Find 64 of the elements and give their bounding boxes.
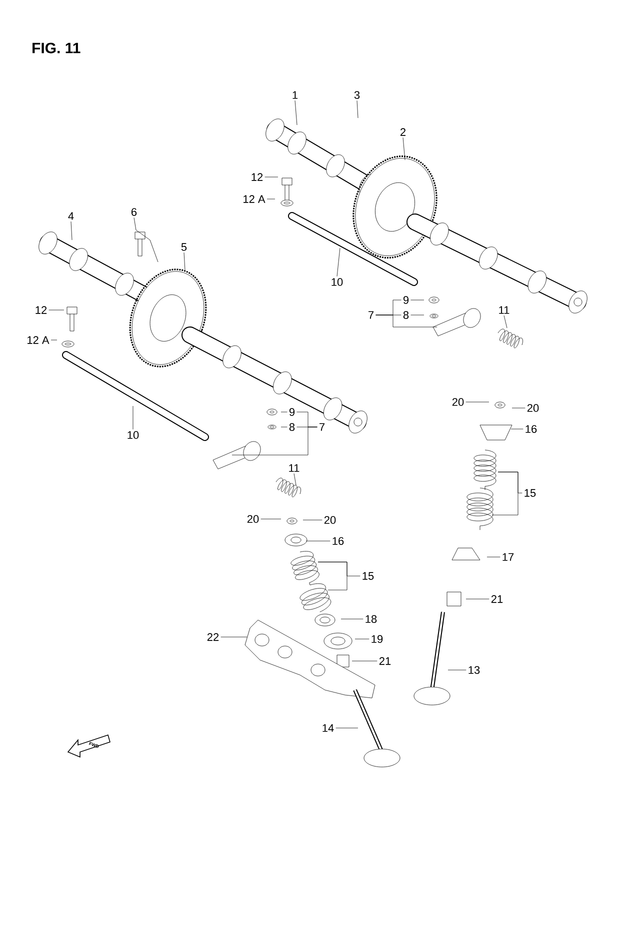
callout-number: 19 — [372, 635, 383, 643]
callout-number: 10 — [128, 431, 139, 439]
leader-line — [294, 100, 298, 126]
leader-line — [510, 428, 524, 430]
callout-number: 6 — [132, 208, 137, 216]
callout-number: 3 — [354, 91, 360, 99]
callout-number: 2 — [400, 128, 406, 136]
callout-number: 18 — [366, 615, 377, 623]
leader-line — [296, 426, 318, 428]
leader-line — [504, 315, 508, 328]
leader-line — [280, 426, 288, 428]
callout-number: 12 — [36, 306, 47, 314]
callout-number: 7 — [368, 311, 374, 319]
callout-number: 11 — [499, 306, 510, 314]
callout-number: 13 — [468, 666, 480, 674]
callout-number: 17 — [502, 553, 514, 561]
callout-number: 14 — [322, 724, 334, 732]
callout-number: 16 — [332, 537, 344, 545]
callout-number: 1 — [292, 91, 298, 99]
callout-number: 4 — [68, 212, 74, 220]
leader-line — [356, 100, 358, 118]
leader-line — [492, 472, 522, 516]
callout-number: 8 — [403, 311, 409, 319]
callout-number: 10 — [332, 278, 343, 286]
callout-number: 15 — [362, 572, 374, 580]
leader-line — [220, 636, 248, 638]
leader-line — [352, 660, 378, 662]
leader-line — [410, 314, 424, 316]
figure-title: FIG. 11 — [32, 42, 80, 54]
callout-number: 11 — [289, 464, 300, 472]
callout-number: 9 — [289, 408, 295, 416]
leader-line — [402, 137, 406, 160]
callout-number: 20 — [247, 515, 259, 523]
callout-number: 8 — [289, 423, 295, 431]
callout-number: 21 — [491, 595, 503, 603]
callout-number: 9 — [403, 296, 409, 304]
leader-line — [134, 217, 158, 262]
callout-number: 15 — [524, 489, 536, 497]
callout-number: 12 — [252, 173, 263, 181]
callout-number: 16 — [526, 425, 537, 433]
leader-line — [318, 562, 360, 590]
leader-line — [266, 198, 276, 200]
leader-line — [70, 221, 72, 240]
leader-line — [294, 473, 296, 486]
callout-number: 20 — [324, 516, 336, 524]
leader-line — [184, 252, 186, 270]
leader-line — [466, 598, 490, 600]
callout-number: 5 — [181, 243, 187, 251]
callout-number: 22 — [207, 633, 219, 641]
leader-line — [264, 176, 278, 178]
leader-line — [376, 314, 402, 316]
leader-line — [132, 406, 134, 430]
callout-number: 20 — [452, 398, 464, 406]
callout-number: 21 — [379, 657, 391, 665]
callout-number: 12 A — [244, 195, 266, 203]
leader-line — [336, 248, 340, 277]
leader-line — [486, 556, 500, 558]
callout-number: 7 — [320, 423, 324, 431]
leader-line — [260, 518, 282, 520]
leader-line — [354, 638, 370, 640]
callout-number: 12 A — [28, 336, 50, 344]
callout-number: 20 — [527, 404, 539, 412]
leader-line — [306, 540, 330, 542]
leader-line — [340, 618, 364, 620]
